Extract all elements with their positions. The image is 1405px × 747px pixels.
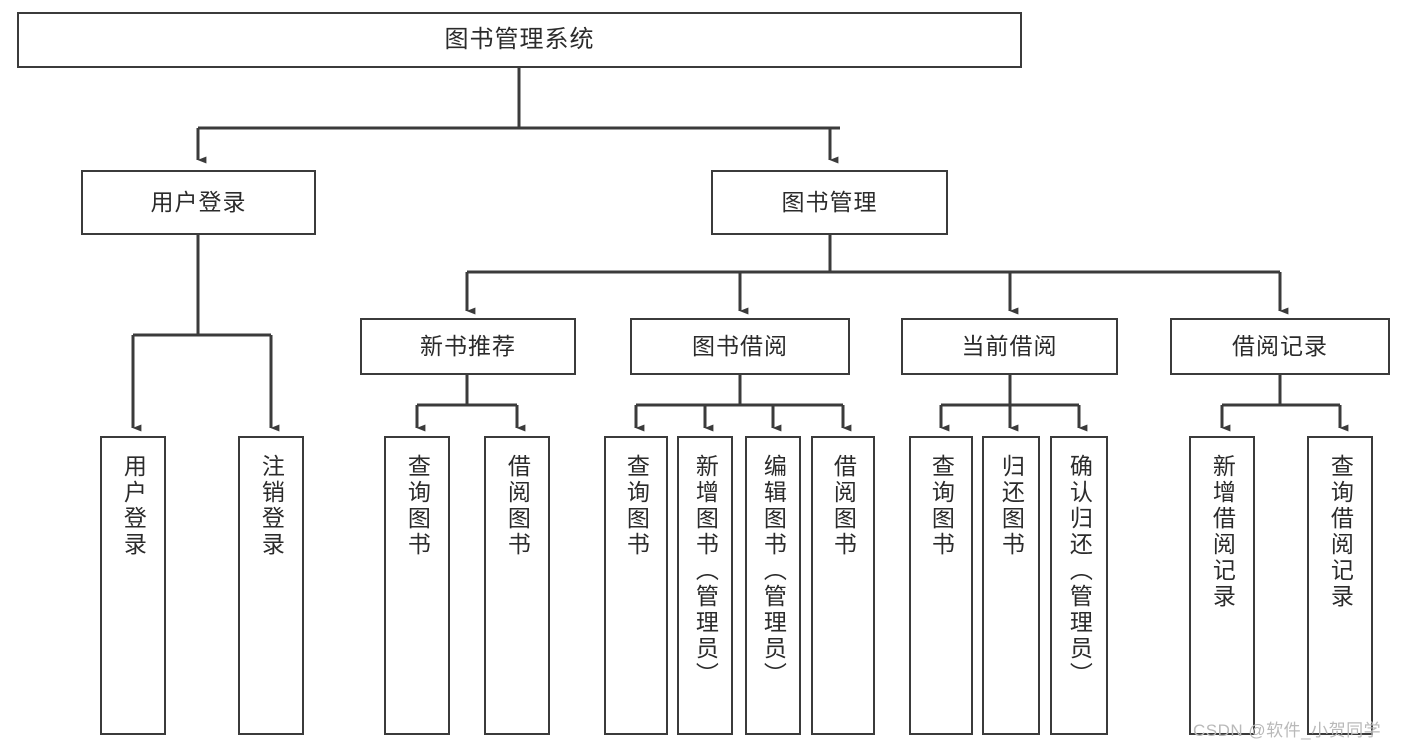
node-borrow-record[interactable]: 借阅记录 (1170, 318, 1390, 375)
node-label: 查询图书 (623, 454, 650, 558)
node-label: 编辑图书（管理员） (760, 454, 787, 688)
node-leaf-logout[interactable]: 注销登录 (238, 436, 304, 735)
node-leaf-query-book-borrow[interactable]: 查询图书 (604, 436, 668, 735)
node-label: 查询借阅记录 (1327, 454, 1354, 610)
node-leaf-return-book[interactable]: 归还图书 (982, 436, 1040, 735)
node-label: 用户登录 (120, 454, 147, 558)
node-label: 借阅记录 (1232, 332, 1328, 359)
node-leaf-edit-book-admin[interactable]: 编辑图书（管理员） (745, 436, 801, 735)
node-leaf-query-book-current[interactable]: 查询图书 (909, 436, 973, 735)
node-user-login[interactable]: 用户登录 (81, 170, 316, 235)
node-current-borrow[interactable]: 当前借阅 (901, 318, 1118, 375)
node-label: 图书借阅 (692, 332, 788, 359)
node-label: 借阅图书 (504, 454, 531, 558)
node-label: 归还图书 (998, 454, 1025, 558)
node-leaf-query-borrow-record[interactable]: 查询借阅记录 (1307, 436, 1373, 735)
node-label: 当前借阅 (961, 332, 1058, 359)
node-label: 查询图书 (404, 454, 431, 558)
node-label: 注销登录 (258, 454, 285, 558)
node-label: 借阅图书 (830, 454, 857, 558)
node-leaf-borrow-book[interactable]: 借阅图书 (811, 436, 875, 735)
node-label: 新增图书（管理员） (692, 454, 719, 688)
node-label: 新书推荐 (420, 332, 516, 359)
node-label: 用户登录 (150, 188, 247, 215)
node-book-borrow[interactable]: 图书借阅 (630, 318, 850, 375)
node-book-management[interactable]: 图书管理 (711, 170, 948, 235)
node-root-book-management-system[interactable]: 图书管理系统 (17, 12, 1022, 68)
node-new-book-recommend[interactable]: 新书推荐 (360, 318, 576, 375)
node-leaf-user-login[interactable]: 用户登录 (100, 436, 166, 735)
node-leaf-query-book-recommend[interactable]: 查询图书 (384, 436, 450, 735)
node-leaf-add-borrow-record[interactable]: 新增借阅记录 (1189, 436, 1255, 735)
node-leaf-confirm-return-admin[interactable]: 确认归还（管理员） (1050, 436, 1108, 735)
node-leaf-borrow-book-recommend[interactable]: 借阅图书 (484, 436, 550, 735)
node-label: 图书管理系统 (444, 25, 595, 53)
node-label: 查询图书 (928, 454, 955, 558)
node-leaf-add-book-admin[interactable]: 新增图书（管理员） (677, 436, 733, 735)
node-label: 图书管理 (781, 188, 878, 215)
node-label: 新增借阅记录 (1209, 454, 1236, 610)
csdn-watermark: CSDN @软件_小贺同学 (1193, 721, 1382, 740)
node-label: 确认归还（管理员） (1066, 454, 1093, 688)
